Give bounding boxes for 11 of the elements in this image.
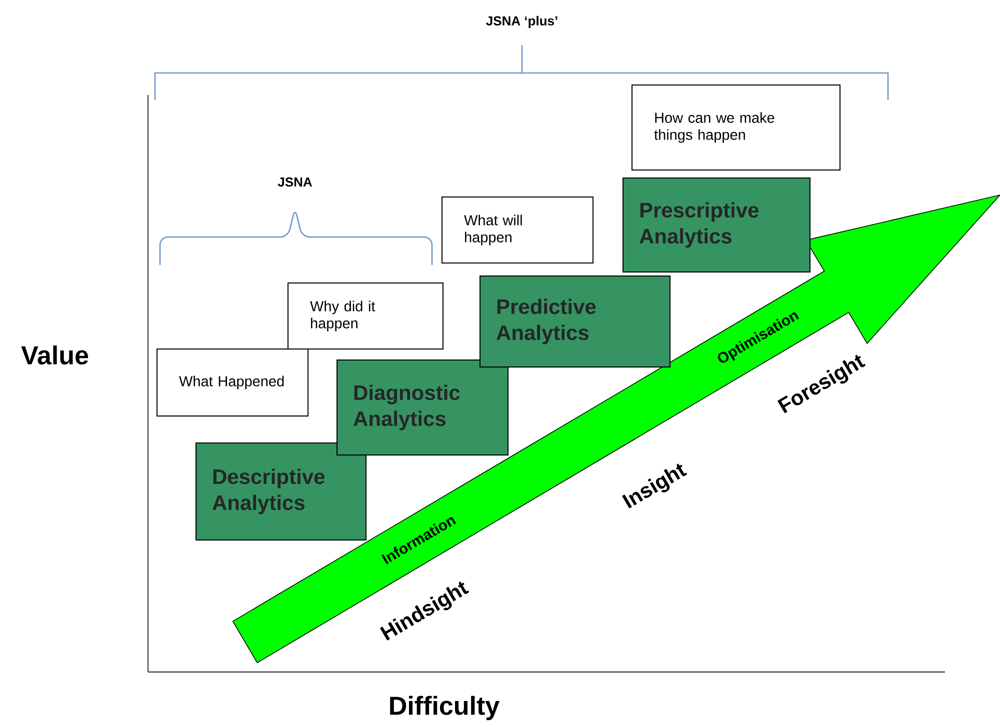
question-box: Why did it happen [288, 282, 444, 350]
analytics-box: Predictive Analytics [480, 276, 670, 368]
analytics-box: Prescriptive Analytics [622, 178, 810, 272]
question-box: What will happen [442, 196, 594, 264]
question-box: What Happened [156, 348, 308, 416]
analytics-box: Diagnostic Analytics [336, 360, 508, 456]
axis-label: Difficulty [390, 696, 500, 720]
axis-label: Value [21, 345, 88, 365]
jsna-plus-label: JSNA ‘plus’ [486, 16, 558, 28]
analytics-box: Descriptive Analytics [196, 442, 366, 540]
question-box: How can we make things happen [632, 84, 840, 170]
